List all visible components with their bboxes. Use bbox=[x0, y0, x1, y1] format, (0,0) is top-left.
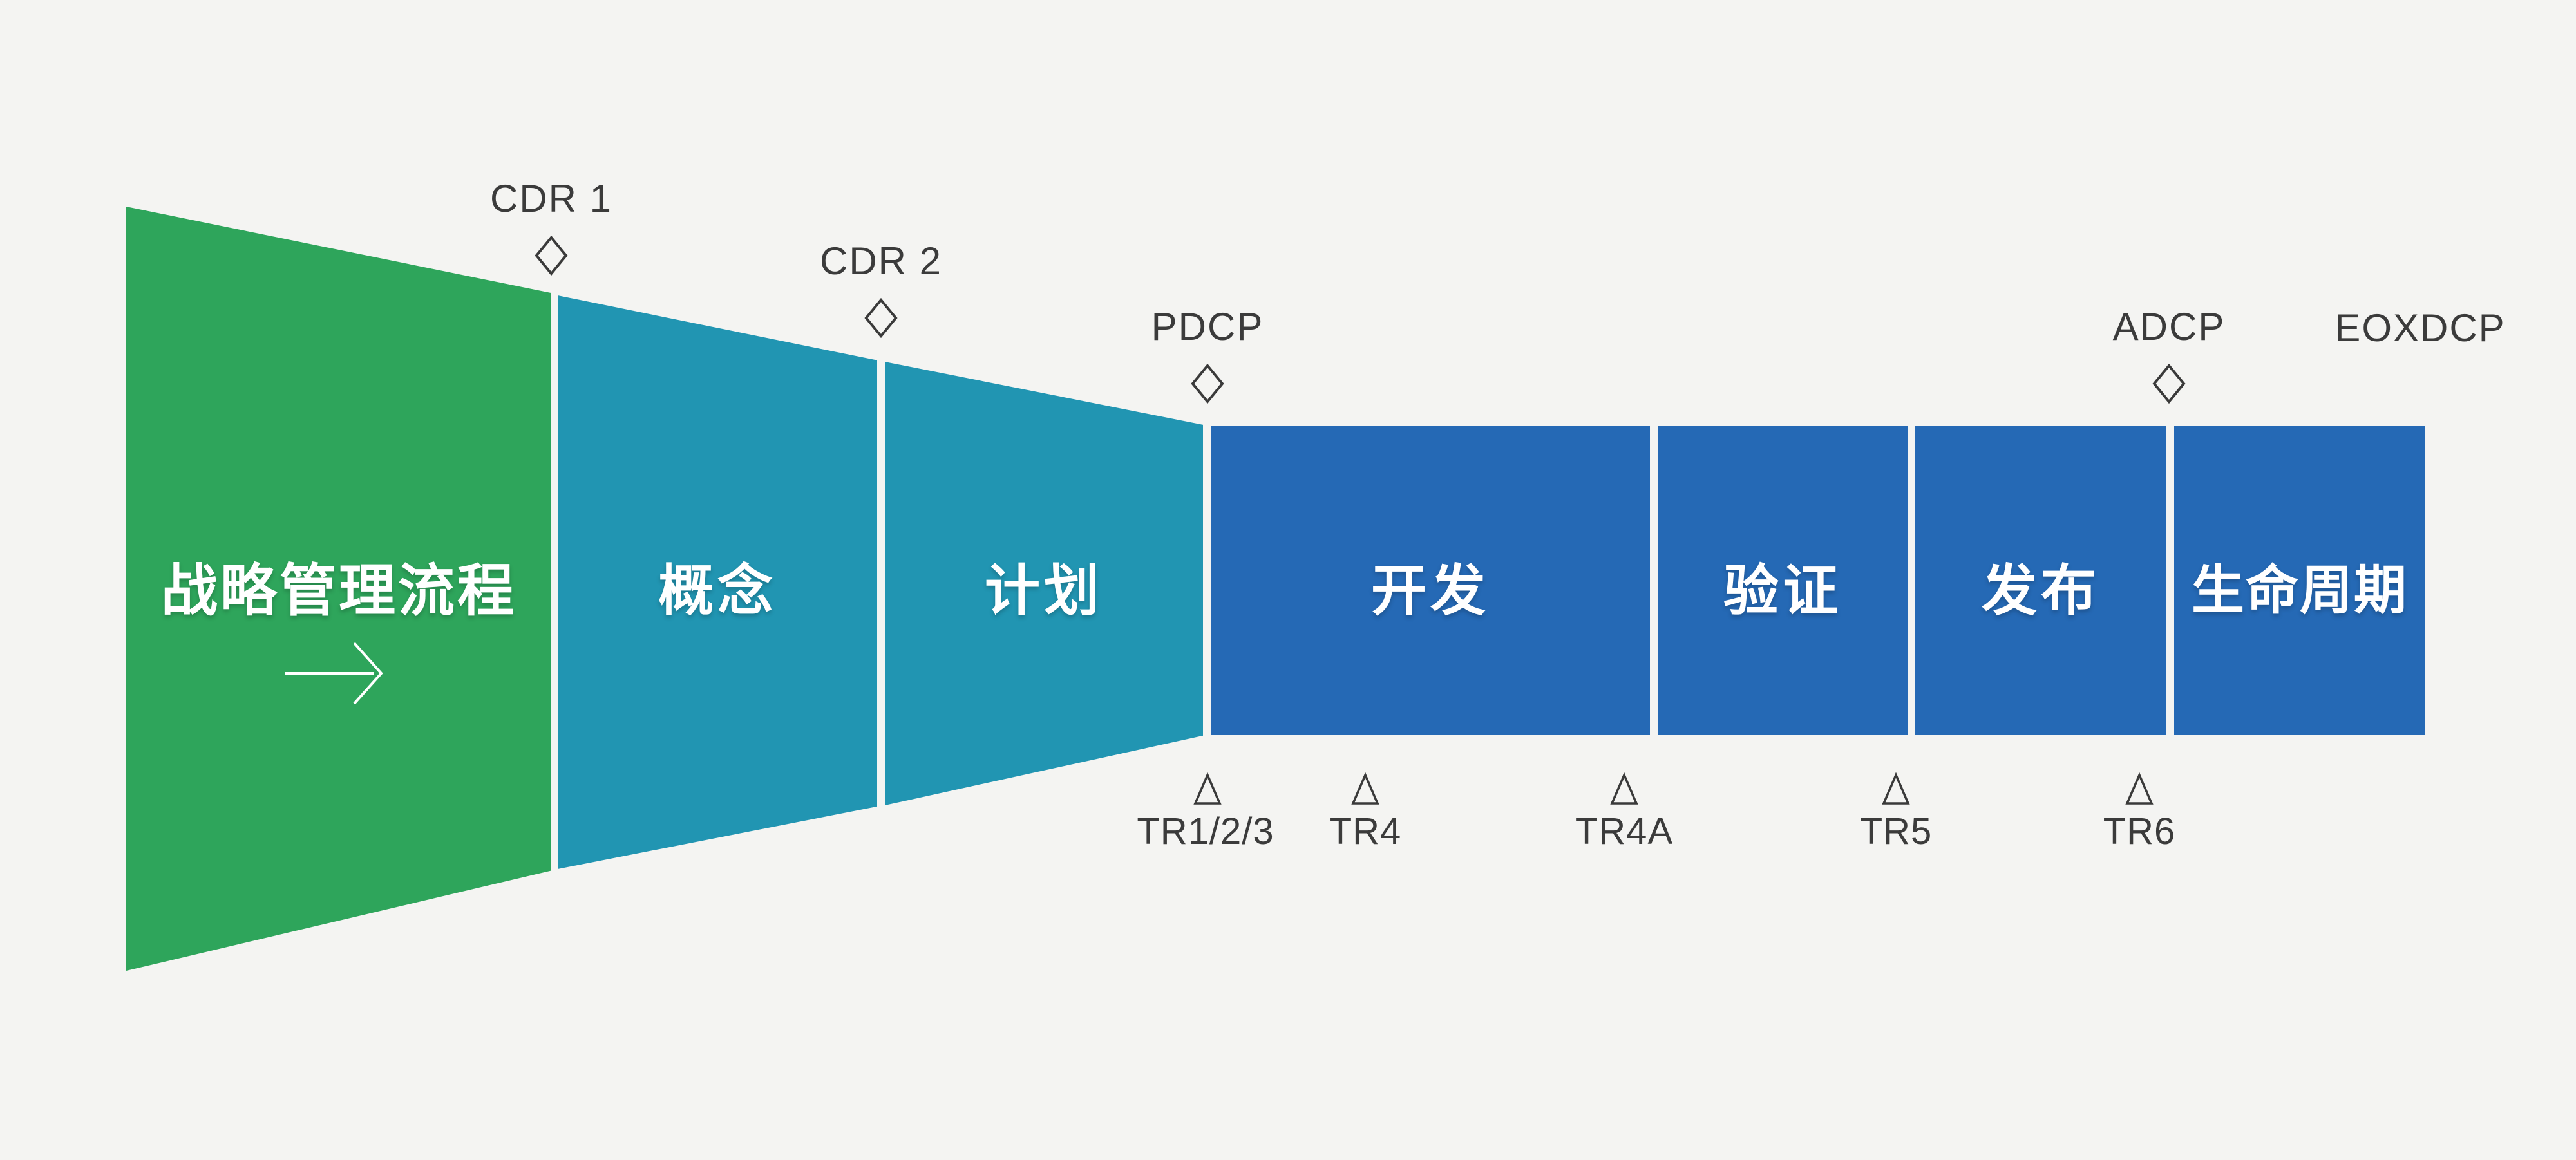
diamond-icon-pdcp bbox=[1191, 364, 1224, 404]
review-label-tr6: TR6 bbox=[2103, 810, 2176, 852]
triangle-icon-tr4 bbox=[1351, 772, 1379, 805]
stage-concept-label: 概念 bbox=[658, 560, 777, 622]
triangle-icon-tr123 bbox=[1193, 772, 1222, 805]
review-label-tr4a: TR4A bbox=[1575, 810, 1674, 852]
triangle-icon-tr6 bbox=[2125, 772, 2154, 805]
stage-verify: 验证 bbox=[1658, 426, 1908, 735]
stage-concept: 概念 bbox=[558, 295, 877, 869]
checkpoint-label-cdr2: CDR 2 bbox=[819, 239, 943, 283]
stage-lifecycle: 生命周期 bbox=[2174, 426, 2425, 735]
stage-verify-label: 验证 bbox=[1723, 560, 1842, 622]
stage-plan-label: 计划 bbox=[985, 560, 1103, 622]
checkpoint-label-eoxdcp: EOXDCP bbox=[2334, 306, 2506, 350]
triangle-icon-tr5 bbox=[1882, 772, 1910, 805]
stage-strategy-management: 战略管理流程 bbox=[126, 207, 551, 971]
review-label-tr5: TR5 bbox=[1859, 810, 1933, 852]
stage-strategy-label: 战略管理流程 bbox=[160, 559, 516, 622]
diamond-icon-adcp bbox=[2152, 364, 2186, 404]
diamond-icon-cdr2 bbox=[864, 298, 898, 338]
review-label-tr123: TR1/2/3 bbox=[1137, 810, 1274, 852]
stage-develop: 开发 bbox=[1211, 426, 1650, 735]
stage-release-label: 发布 bbox=[1982, 560, 2100, 622]
stage-develop-label: 开发 bbox=[1371, 560, 1490, 622]
checkpoint-label-cdr1: CDR 1 bbox=[489, 177, 613, 220]
diamond-icon-cdr1 bbox=[535, 236, 568, 276]
triangle-icon-tr4a bbox=[1610, 772, 1638, 805]
stage-lifecycle-label: 生命周期 bbox=[2191, 561, 2408, 620]
stage-release: 发布 bbox=[1915, 426, 2166, 735]
checkpoint-label-adcp: ADCP bbox=[2112, 305, 2226, 348]
review-label-tr4: TR4 bbox=[1329, 810, 1402, 852]
right-arrow-icon bbox=[285, 642, 383, 705]
checkpoint-label-pdcp: PDCP bbox=[1151, 305, 1264, 348]
stage-plan: 计划 bbox=[885, 362, 1203, 805]
